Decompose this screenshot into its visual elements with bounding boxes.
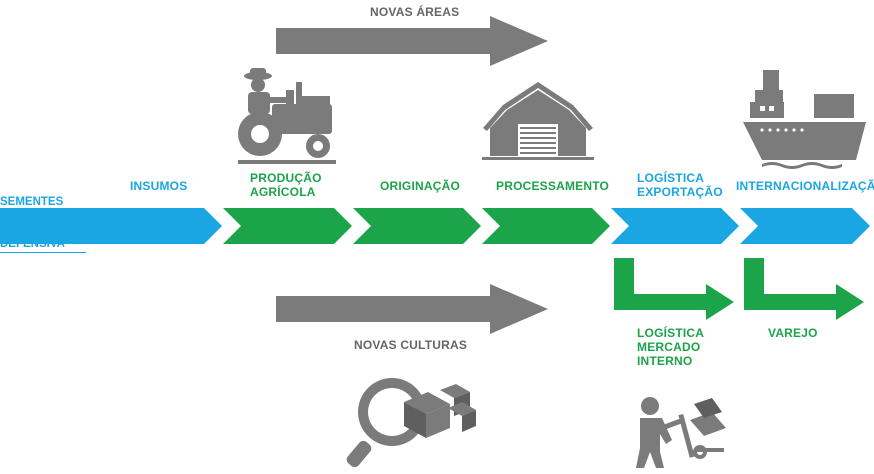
branch-arrow-varejo [744, 258, 864, 320]
input-fertilizantes: FERTILIZANTES [0, 216, 89, 232]
input-defensiva: DEFENSIVA [0, 237, 86, 253]
stage-producao-label-line1: PRODUÇÃO [250, 171, 322, 185]
novas-areas-arrow [276, 16, 548, 66]
branch-mercado-interno-label-line2: MERCADO [637, 340, 701, 354]
magnifier-boxes-icon [346, 378, 476, 468]
branch-varejo-label: VAREJO [768, 326, 818, 340]
stage-originacao-label: ORIGINAÇÃO [380, 179, 460, 193]
chevron-processamento [482, 208, 610, 244]
warehouse-icon [482, 82, 594, 160]
chevron-originacao [353, 208, 481, 244]
branch-mercado-interno-label-line1: LOGÍSTICA [637, 326, 705, 340]
chevron-internacionalizacao [740, 208, 870, 244]
stage-processamento-label: PROCESSAMENTO [496, 179, 610, 193]
branch-arrow-mercado-interno [614, 258, 734, 320]
chevron-insumos [0, 208, 222, 244]
ship-icon [743, 70, 866, 169]
stage-logistica-exportacao-label-line2: EXPORTAÇÃO [637, 185, 723, 199]
chevron-producao [223, 208, 352, 244]
novas-culturas-label: NOVAS CULTURAS [354, 338, 468, 352]
tractor-icon [238, 68, 336, 164]
stage-logistica-exportacao-label-line1: LOGÍSTICA [637, 171, 705, 185]
input-sementes: SEMENTES [0, 195, 86, 211]
stage-producao-label-line2: AGRÍCOLA [250, 185, 316, 199]
stage-insumos-label: INSUMOS [130, 179, 188, 193]
novas-areas-label: NOVAS ÁREAS [370, 5, 460, 19]
chevron-logistica-exportacao [611, 208, 739, 244]
stage-internacionalizacao-label: INTERNACIONALIZAÇÃO [736, 179, 874, 193]
branch-mercado-interno-label-line3: INTERNO [637, 354, 693, 368]
worker-handtruck-icon [636, 397, 726, 468]
novas-culturas-arrow [276, 284, 548, 334]
